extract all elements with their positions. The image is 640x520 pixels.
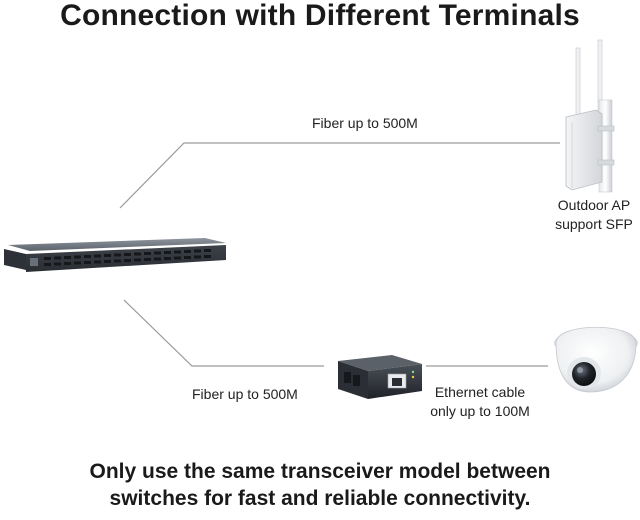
footer-note: Only use the same transceiver model betw… — [0, 458, 640, 512]
bottom-fiber-link — [123, 299, 324, 367]
ethernet-label-line2: only up to 100M — [430, 403, 530, 419]
top-fiber-label: Fiber up to 500M — [312, 115, 418, 131]
diagram-title: Connection with Different Terminals — [60, 0, 580, 32]
bottom-fiber-label: Fiber up to 500M — [192, 386, 298, 402]
ethernet-label: Ethernet cable only up to 100M — [420, 383, 540, 421]
dome-camera-icon — [554, 326, 638, 393]
ap-label: Outdoor AP support SFP — [548, 196, 640, 234]
network-switch-icon — [4, 238, 226, 272]
ethernet-label-line1: Ethernet cable — [434, 384, 526, 400]
outdoor-access-point-icon — [565, 39, 615, 193]
footer-line2: switches for fast and reliable connectiv… — [109, 487, 531, 510]
top-fiber-link — [119, 142, 560, 209]
media-converter-icon — [338, 355, 422, 399]
ap-label-line2: support SFP — [555, 216, 633, 232]
ap-label-line1: Outdoor AP — [557, 197, 631, 213]
footer-line1: Only use the same transceiver model betw… — [89, 460, 551, 483]
